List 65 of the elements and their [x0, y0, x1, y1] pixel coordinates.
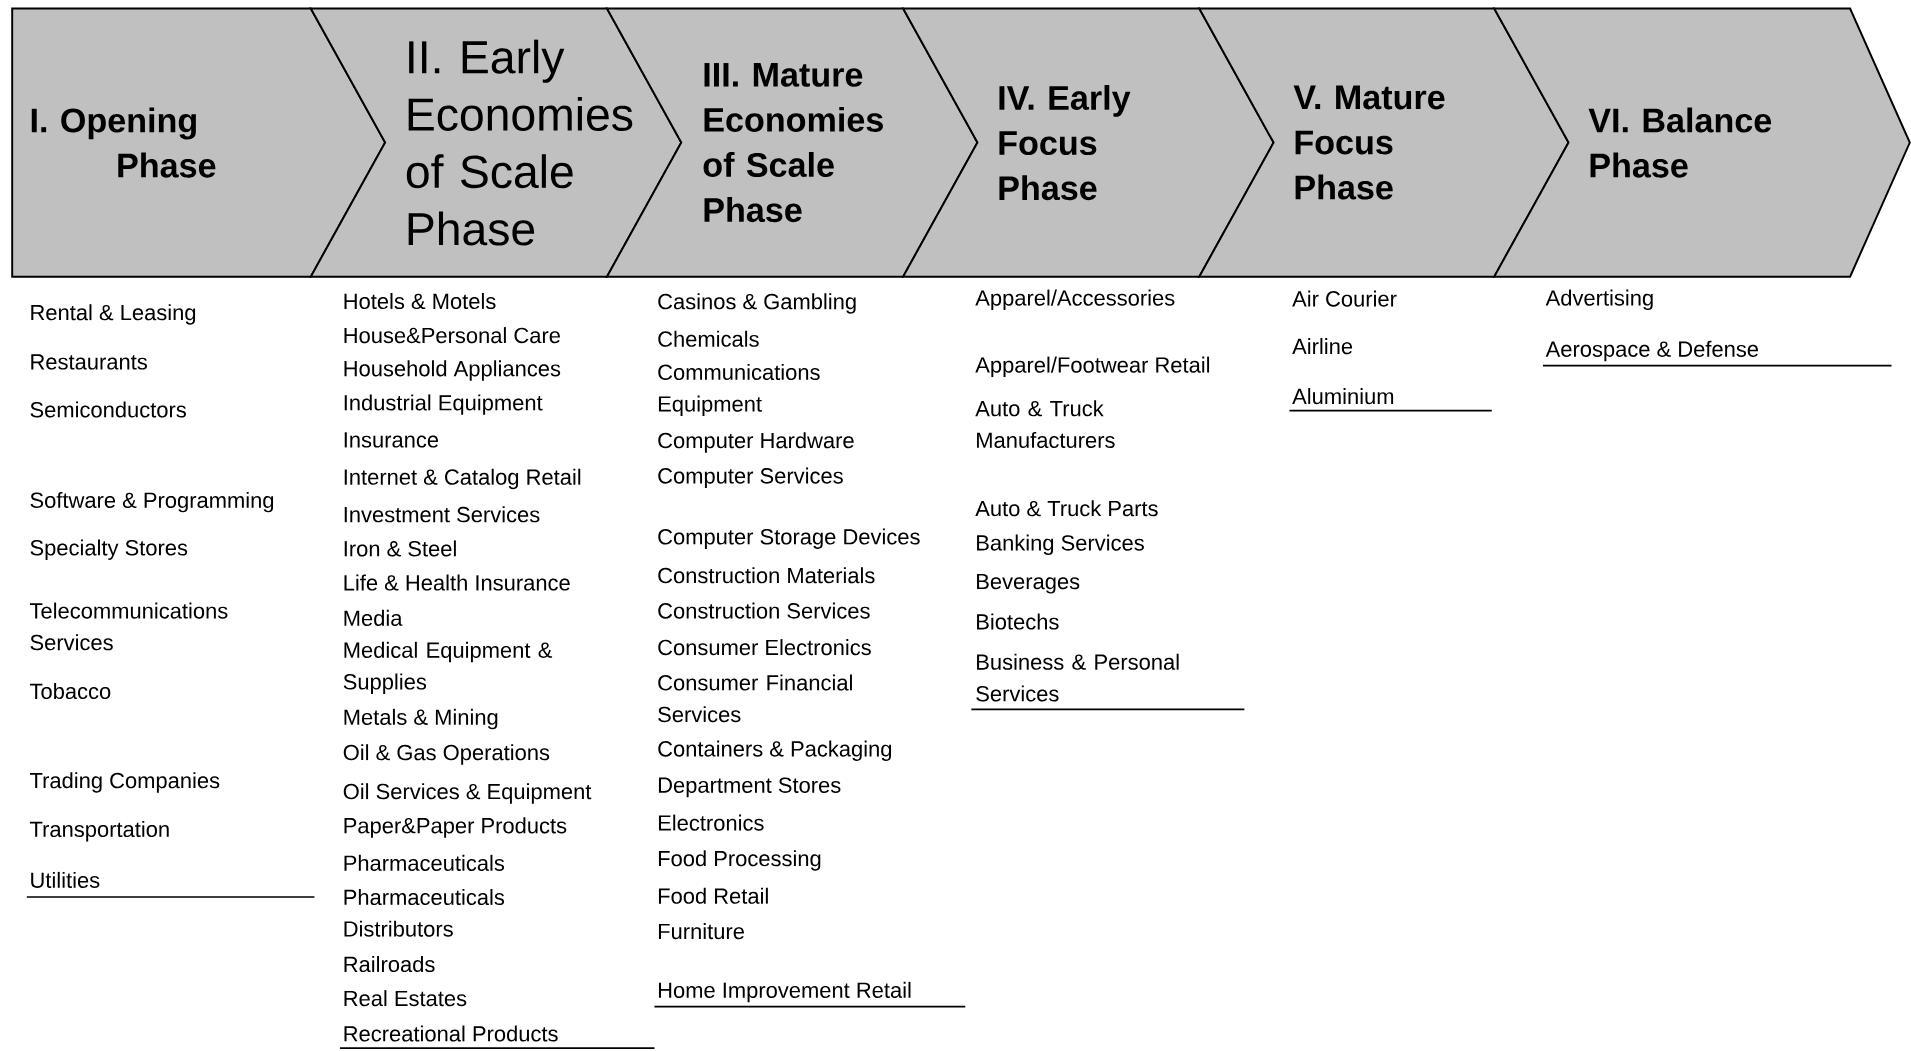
industry-label: Investment Services	[344, 506, 540, 523]
industry-label: Rental & Leasing	[31, 304, 196, 325]
industry-label: Pharmaceuticals Distributors	[344, 889, 505, 937]
industry-label: Aerospace & Defense	[1545, 341, 1759, 362]
industry-label: Medical Equipment & Supplies	[343, 642, 553, 695]
industry-label: Life & Health Insurance	[344, 574, 570, 591]
industry-label: Specialty Stores	[30, 539, 188, 561]
industry-label: Internet & Catalog Retail	[344, 468, 581, 490]
industry-label: Business & Personal Services	[976, 653, 1179, 702]
phase-box: II. Early Economies of Scale Phase	[309, 7, 683, 278]
industry-label: Pharmaceuticals	[344, 855, 505, 872]
industry-label: Apparel/Accessories	[975, 289, 1175, 311]
node-label: VI. Balance Phase	[1588, 107, 1772, 178]
industry-label: Oil & Gas Operations	[343, 744, 550, 765]
industry-label: Casinos & Gambling	[658, 293, 856, 314]
industry-label: Restaurants	[31, 354, 147, 370]
industry-label: Containers & Packaging	[658, 740, 892, 762]
industry-label: Utilities	[31, 872, 100, 889]
industry-label: Consumer Electronics	[658, 639, 871, 656]
industry-label: Food Retail	[658, 887, 768, 905]
phase-box: IV. Early Focus Phase	[901, 7, 1275, 278]
industry-label: Media	[344, 610, 403, 627]
phase-box: V. Mature Focus Phase	[1197, 7, 1570, 278]
phase-box: VI. Balance Phase	[1492, 7, 1911, 278]
industry-label: Construction Services	[658, 602, 870, 619]
industry-label: Recreational Products	[344, 1025, 558, 1042]
industry-label: Electronics	[658, 814, 764, 831]
industry-label: Transportation	[30, 821, 169, 842]
industry-label: Oil Services & Equipment	[343, 783, 592, 804]
industry-label: Communications Equipment	[658, 364, 820, 417]
industry-label: Airline	[1292, 338, 1353, 355]
industry-label: Paper&Paper Products	[344, 817, 567, 838]
industry-label: Consumer Financial Services	[658, 674, 852, 723]
industry-label: Telecommunications Services	[30, 602, 228, 651]
industry-label: Home Improvement Retail	[658, 982, 911, 1003]
industry-label: House&Personal Care	[344, 327, 560, 344]
industry-label: Beverages	[977, 574, 1080, 594]
industry-label: Air Courier	[1292, 290, 1397, 307]
industry-label: Banking Services	[977, 534, 1144, 556]
industry-label: Metals & Mining	[344, 709, 498, 730]
industry-label: Computer Storage Devices	[658, 528, 920, 550]
industry-label: Food Processing	[658, 850, 821, 871]
industry-label: Furniture	[658, 923, 744, 940]
industry-label: Insurance	[344, 432, 439, 448]
industry-label: Iron & Steel	[344, 540, 456, 557]
industry-label: Auto & Truck Manufacturers	[975, 400, 1115, 449]
industry-label: Computer Services	[658, 467, 843, 489]
industry-label: Hotels & Motels	[344, 293, 496, 310]
industry-label: Railroads	[344, 956, 435, 973]
industry-label: Department Stores	[658, 777, 841, 798]
industry-label: Biotechs	[977, 613, 1059, 630]
industry-label: Tobacco	[30, 683, 111, 700]
industry-label: Semiconductors	[30, 401, 186, 418]
industry-label: Trading Companies	[30, 772, 220, 793]
industry-label: Software & Programming	[30, 492, 274, 513]
industry-label: Auto & Truck Parts	[975, 500, 1158, 517]
industry-label: Industrial Equipment	[344, 394, 543, 416]
industry-label: Construction Materials	[658, 567, 875, 584]
industry-label: Advertising	[1545, 289, 1653, 311]
industry-label: Computer Hardware	[658, 432, 854, 453]
industry-label: Real Estates	[344, 990, 467, 1007]
industry-label: Chemicals	[658, 330, 759, 348]
industry-label: Aluminium	[1292, 388, 1394, 405]
industry-label: Apparel/Footwear Retail	[975, 356, 1210, 378]
industry-label: Household Appliances	[344, 360, 561, 381]
